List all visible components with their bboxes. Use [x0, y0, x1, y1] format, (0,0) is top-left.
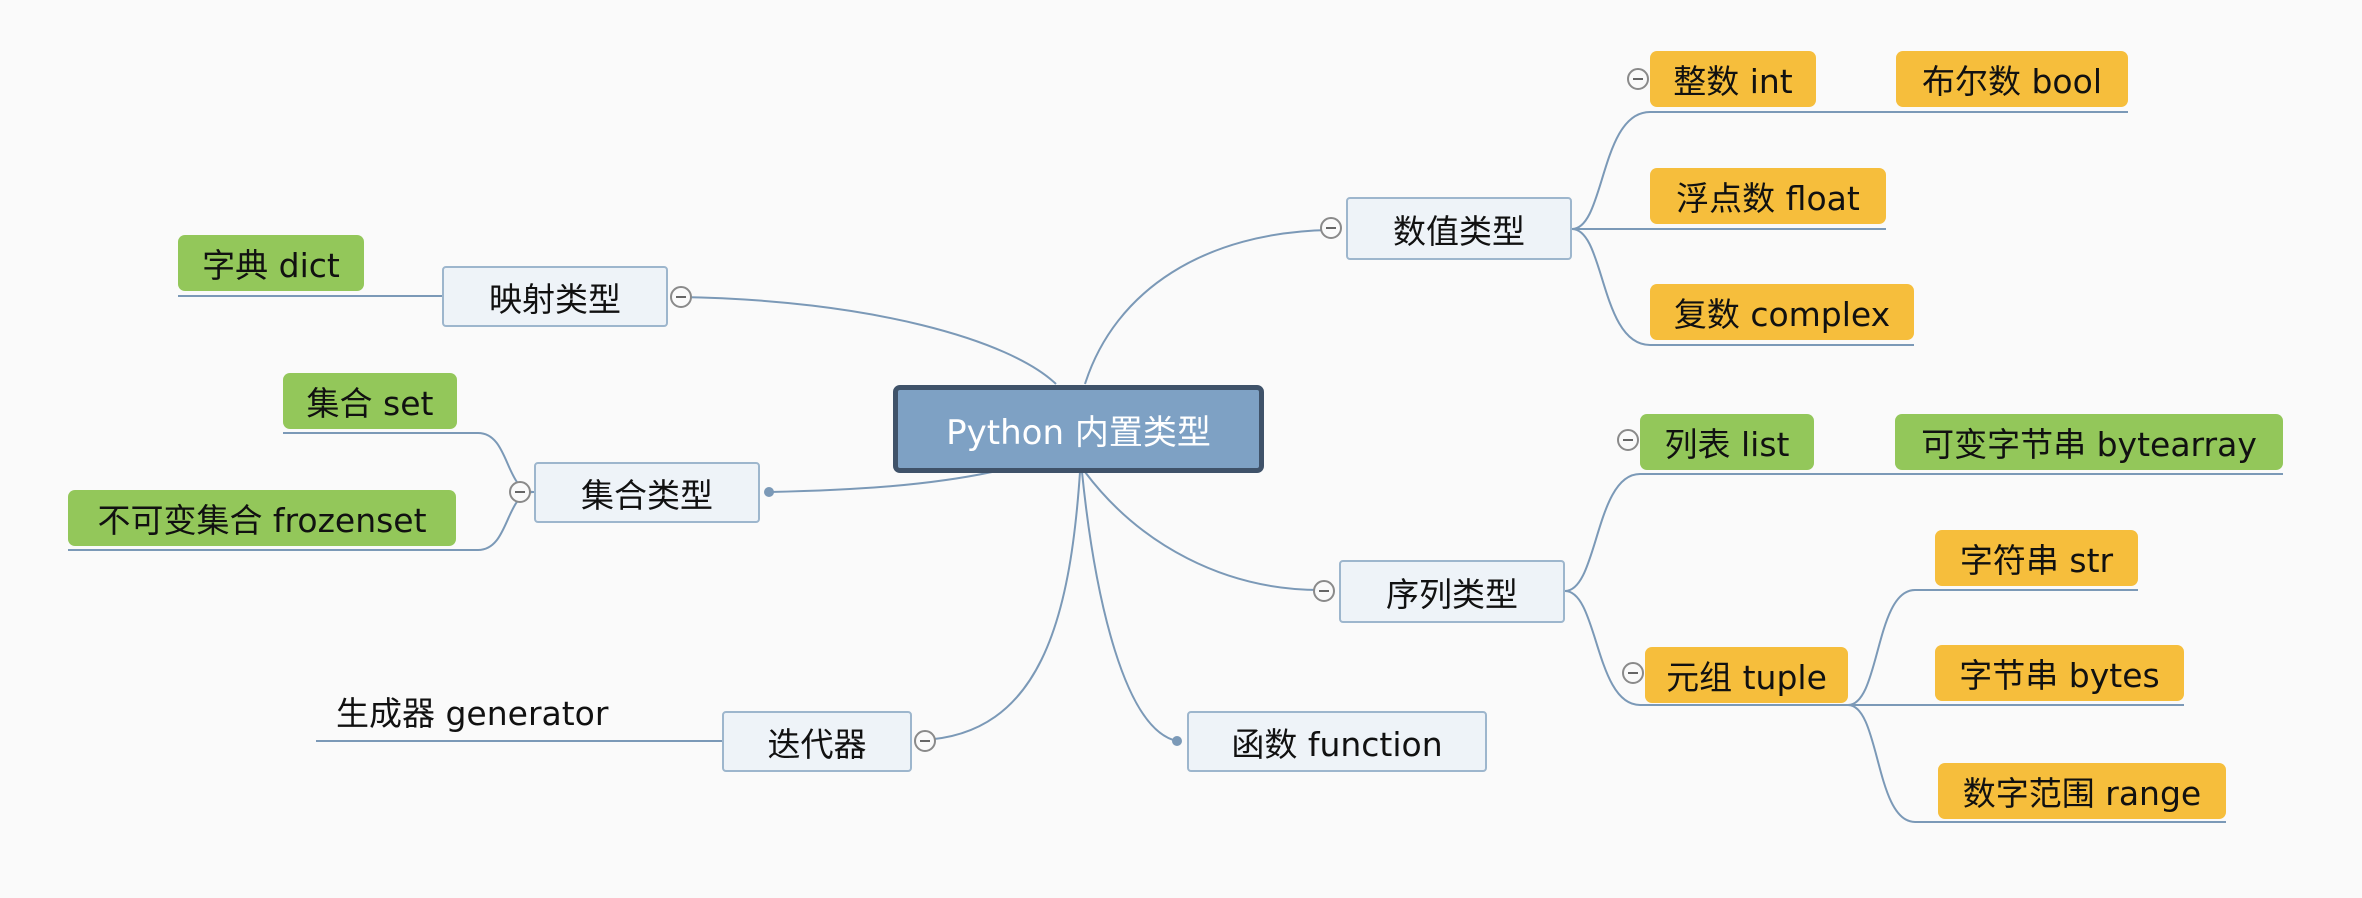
collapse-sequence-icon[interactable] [1313, 580, 1335, 602]
topic-numeric-types[interactable]: 数值类型 [1346, 197, 1572, 260]
link-seq-tuple [1564, 590, 1641, 706]
node-frozenset[interactable]: 不可变集合 frozenset [68, 490, 456, 546]
root-connector-set-dot [764, 487, 774, 497]
topic-set-types[interactable]: 集合类型 [534, 462, 760, 523]
root-connector-function-dot [1172, 736, 1182, 746]
topic-mapping-types[interactable]: 映射类型 [442, 266, 668, 327]
collapse-set-icon[interactable] [509, 481, 531, 503]
topic-function[interactable]: 函数 function [1187, 711, 1487, 772]
node-dict[interactable]: 字典 dict [178, 235, 364, 291]
node-complex[interactable]: 复数 complex [1650, 284, 1914, 340]
link-root-iterator [921, 471, 1081, 741]
link-root-mapping [679, 296, 1057, 385]
collapse-mapping-icon[interactable] [670, 286, 692, 308]
collapse-tuple-icon[interactable] [1622, 662, 1644, 684]
node-generator[interactable]: 生成器 generator [336, 694, 609, 733]
link-numeric-int [1571, 111, 1651, 230]
link-tuple-range [1847, 704, 1916, 823]
node-set[interactable]: 集合 set [283, 373, 457, 429]
link-seq-list [1564, 473, 1641, 592]
node-bytes[interactable]: 字节串 bytes [1935, 645, 2184, 701]
node-tuple[interactable]: 元组 tuple [1645, 647, 1848, 703]
link-set-set [283, 432, 535, 493]
node-int[interactable]: 整数 int [1650, 51, 1816, 107]
collapse-list-icon[interactable] [1617, 429, 1639, 451]
central-topic[interactable]: Python 内置类型 [893, 385, 1264, 473]
link-root-numeric [1084, 229, 1331, 385]
collapse-numeric-icon[interactable] [1320, 217, 1342, 239]
node-bool[interactable]: 布尔数 bool [1896, 51, 2128, 107]
node-range[interactable]: 数字范围 range [1938, 763, 2226, 819]
link-tuple-str [1847, 589, 1916, 706]
collapse-int-icon[interactable] [1627, 68, 1649, 90]
link-root-sequence [1084, 471, 1321, 591]
collapse-iterator-icon[interactable] [914, 730, 936, 752]
node-list[interactable]: 列表 list [1640, 414, 1814, 470]
link-numeric-complex [1571, 228, 1651, 346]
link-root-function [1081, 471, 1178, 742]
node-float[interactable]: 浮点数 float [1650, 168, 1886, 224]
topic-iterator[interactable]: 迭代器 [722, 711, 912, 772]
link-root-set [769, 471, 993, 493]
node-str[interactable]: 字符串 str [1935, 530, 2138, 586]
topic-sequence-types[interactable]: 序列类型 [1339, 560, 1565, 623]
node-bytearray[interactable]: 可变字节串 bytearray [1895, 414, 2283, 470]
